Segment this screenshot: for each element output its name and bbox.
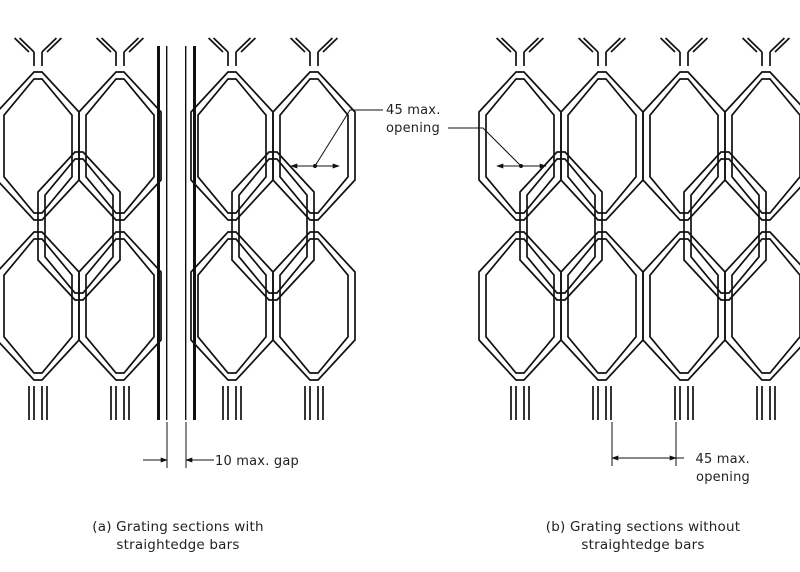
panel-a-grating-with-bars: 45 max. opening 10 max. gap (a) Grating … — [0, 37, 441, 553]
opening-dimension-a — [290, 109, 383, 169]
straightedge-bars — [157, 46, 196, 420]
caption-b-line1: (b) Grating sections without — [546, 519, 740, 535]
opening-label-a-line1: 45 max. — [386, 103, 441, 118]
mesh-b-right — [642, 37, 800, 420]
mesh-a-right — [190, 37, 356, 420]
mesh-b-left — [478, 37, 644, 420]
opening-dimension-b-top — [448, 127, 547, 169]
gap-label: 10 max. gap — [215, 454, 299, 469]
gap-dimension — [143, 422, 214, 468]
caption-a-line1: (a) Grating sections with — [92, 519, 263, 535]
mesh-a-left — [0, 37, 162, 420]
opening-label-b-line1: 45 max. — [695, 452, 750, 467]
caption-b-line2: straightedge bars — [581, 537, 704, 553]
panel-b-grating-without-bars: 45 max. opening (b) Grating sections wit… — [448, 37, 800, 553]
opening-label-b-line2: opening — [696, 470, 750, 485]
opening-label-a-line2: opening — [386, 121, 440, 136]
caption-a-line2: straightedge bars — [116, 537, 239, 553]
opening-dimension-b-bottom — [611, 422, 684, 466]
